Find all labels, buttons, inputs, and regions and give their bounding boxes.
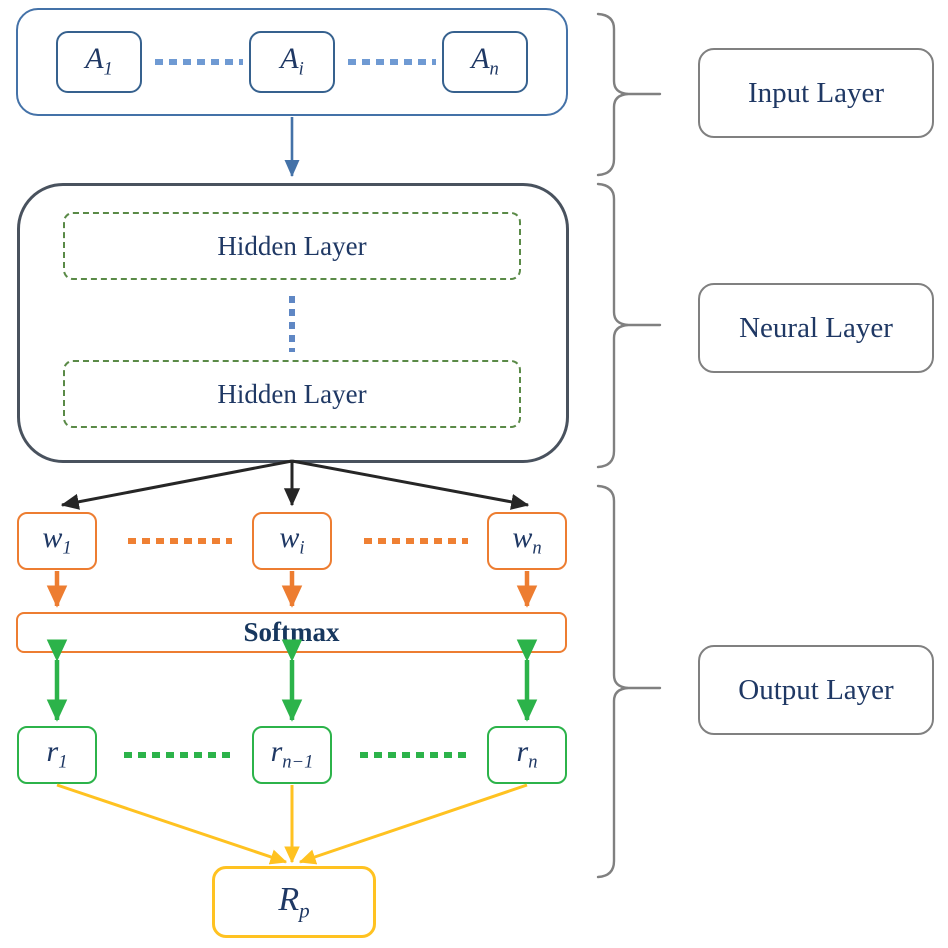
brace-input-layer [596,12,662,177]
side-label-output-layer[interactable]: Output Layer [698,645,934,735]
hidden-layer-box-2[interactable]: Hidden Layer [63,360,521,428]
input-node-ai-label: Ai [280,42,304,80]
hidden-layer-label-2: Hidden Layer [217,378,367,409]
hidden-layer-ellipsis [289,296,295,352]
brace-neural-layer [596,182,662,469]
input-node-ai[interactable]: Ai [249,31,335,93]
arrow-results-to-final [56,783,528,865]
hidden-layer-box-1[interactable]: Hidden Layer [63,212,521,280]
weight-node-wi-label: wi [279,521,305,559]
side-label-neural-layer[interactable]: Neural Layer [698,283,934,373]
input-node-a1[interactable]: A1 [56,31,142,93]
weight-node-w1[interactable]: w1 [17,512,97,570]
input-node-an[interactable]: An [442,31,528,93]
input-connector-dots-left [155,59,243,65]
input-node-a1-label: A1 [85,42,113,80]
weight-connector-dots-right [364,538,468,544]
final-result-node-rp-label: Rp [278,880,310,923]
weight-connector-dots-left [128,538,232,544]
input-connector-dots-right [348,59,436,65]
hidden-layer-label-1: Hidden Layer [217,230,367,261]
result-node-rn-1-label: rn−1 [270,735,314,773]
weight-node-wn-label: wn [512,521,542,559]
input-node-an-label: An [471,42,499,80]
weight-node-w1-label: w1 [42,521,72,559]
result-node-rn-1[interactable]: rn−1 [252,726,332,784]
arrow-weights-to-softmax [46,571,538,608]
weight-node-wn[interactable]: wn [487,512,567,570]
side-label-neural-layer-text: Neural Layer [739,311,893,344]
side-label-output-layer-text: Output Layer [738,673,894,706]
side-label-input-layer[interactable]: Input Layer [698,48,934,138]
arrow-softmax-to-results [46,639,538,722]
softmax-bar[interactable]: Softmax [16,612,567,653]
result-node-r1[interactable]: r1 [17,726,97,784]
result-connector-dots-left [124,752,236,758]
brace-output-layer [596,484,662,879]
result-connector-dots-right [360,752,472,758]
result-node-r1-label: r1 [46,735,68,773]
softmax-label: Softmax [243,617,340,647]
result-node-rn-label: rn [516,735,538,773]
arrow-neural-to-weights [60,459,530,510]
weight-node-wi[interactable]: wi [252,512,332,570]
result-node-rn[interactable]: rn [487,726,567,784]
final-result-node-rp[interactable]: Rp [212,866,376,938]
side-label-input-layer-text: Input Layer [747,76,885,109]
